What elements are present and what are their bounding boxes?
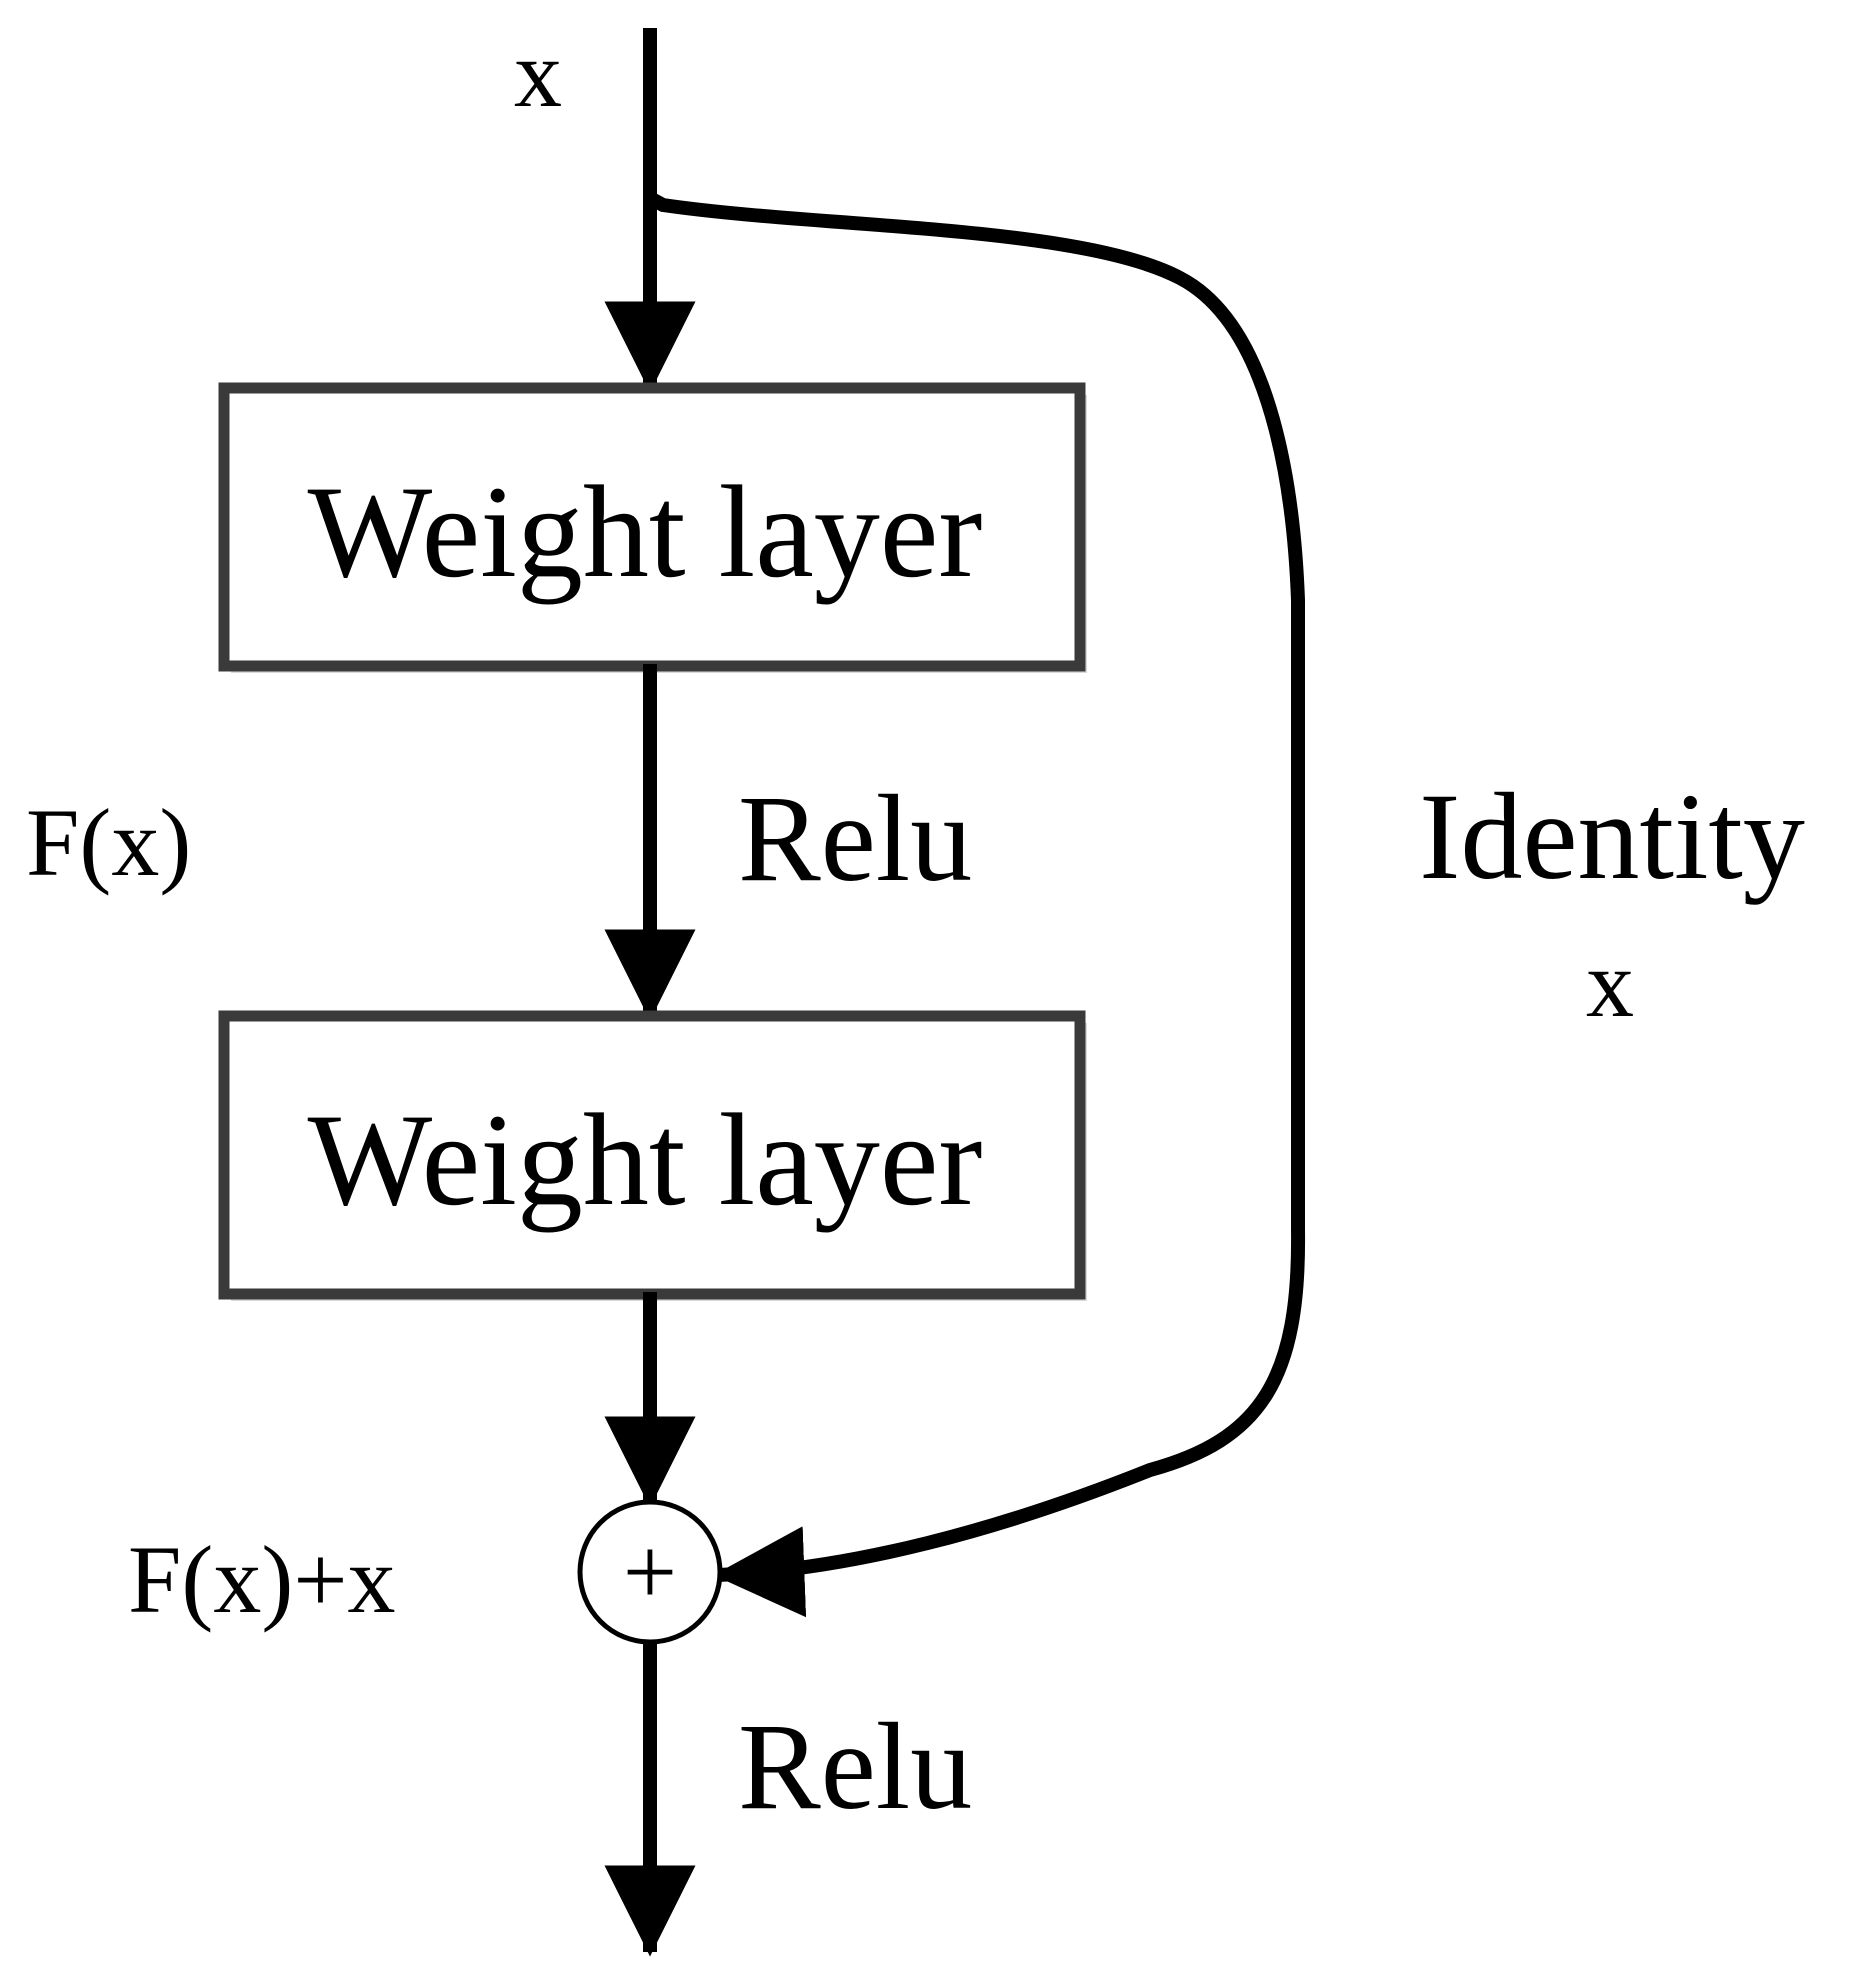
adder-plus-sign: + <box>623 1518 677 1625</box>
weight-layer-2-label: Weight layer <box>308 1086 983 1233</box>
identity-shortcut-path <box>646 191 1306 1618</box>
fx-plus-x-label: F(x)+x <box>128 1526 395 1633</box>
identity-x-label: x <box>1586 930 1634 1037</box>
weight-layer-1-label: Weight layer <box>308 458 983 605</box>
relu-middle-label: Relu <box>738 770 972 907</box>
fx-label: F(x) <box>26 789 191 896</box>
weight-layer-1-box <box>218 382 1086 672</box>
adder-node: + <box>577 1499 723 1645</box>
relu-output-label: Relu <box>738 1698 972 1835</box>
weight-layer-1: Weight layer <box>218 382 1087 673</box>
identity-label: Identity <box>1419 768 1805 905</box>
input-x-label: x <box>514 20 562 127</box>
weight-layer-2: Weight layer <box>218 1010 1087 1301</box>
